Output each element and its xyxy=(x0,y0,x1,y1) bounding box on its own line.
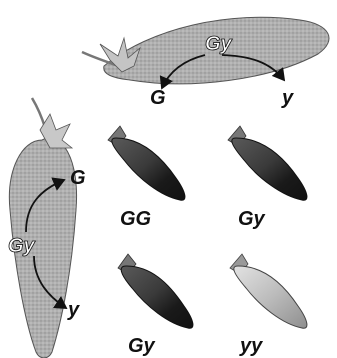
top-pod-allele-right: y xyxy=(281,87,294,109)
offspring-pod-gy-2-body xyxy=(121,266,193,328)
offspring-genotype-gy-1: Gy xyxy=(238,208,266,230)
offspring-pod-gg-body xyxy=(112,138,185,200)
side-pod-allele-upper: G xyxy=(70,167,86,189)
offspring-pod-gy-1: Gy xyxy=(228,126,307,230)
offspring-pod-gg: GG xyxy=(108,126,185,230)
top-pod-parent-label: Gy xyxy=(205,33,233,55)
offspring-genotype-yy: yy xyxy=(239,335,263,357)
top-parent-pod: Gy G y xyxy=(82,17,329,109)
top-pod-allele-left: G xyxy=(150,87,166,109)
offspring-pod-gy-1-body xyxy=(232,138,307,200)
side-pod-allele-lower: y xyxy=(67,299,80,321)
side-parent-pod: Gy G y xyxy=(8,98,86,358)
offspring-genotype-gg: GG xyxy=(120,208,151,230)
offspring-pod-yy-body xyxy=(234,266,307,328)
offspring-genotype-gy-2: Gy xyxy=(128,335,156,357)
offspring-pod-yy: yy xyxy=(230,254,307,357)
offspring-pod-gy-2: Gy xyxy=(118,254,193,357)
side-pod-parent-label: Gy xyxy=(8,235,36,257)
